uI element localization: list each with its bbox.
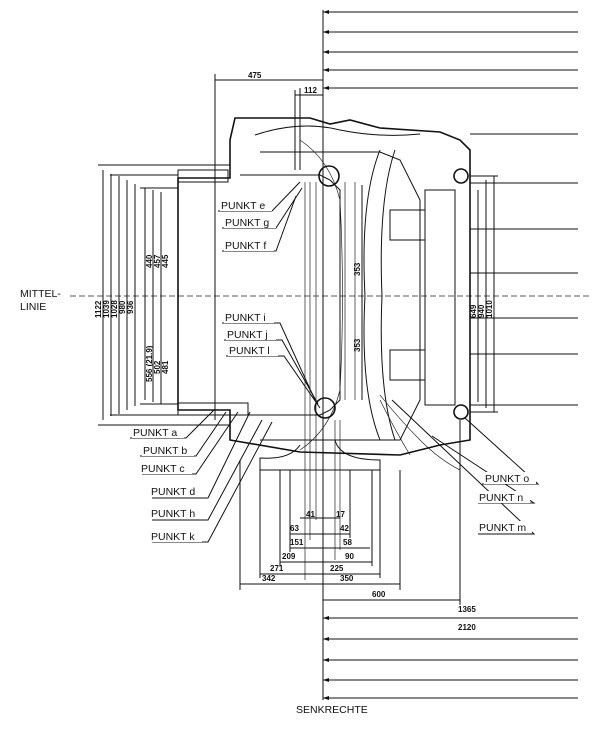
dim-2120: 2120: [458, 623, 476, 632]
dim-481: 481: [161, 360, 170, 374]
dim-475: 475: [248, 71, 262, 80]
senkrechte-label: SENKRECHTE: [296, 704, 368, 716]
dim-556: 556 (21.9): [145, 345, 154, 382]
dim-440: 440: [145, 254, 154, 268]
dim-353-bottom: 353: [353, 338, 362, 352]
dim-1010: 1010: [485, 300, 494, 318]
dim-649: 649: [469, 304, 478, 318]
dim-17: 17: [336, 510, 345, 519]
mittellinie-label-1: MITTEL-: [20, 288, 61, 300]
dim-90: 90: [345, 552, 354, 561]
dim-445: 445: [161, 254, 170, 268]
vehicle-outline: [177, 117, 471, 580]
dim-42: 42: [340, 524, 349, 533]
punkt-k-label: PUNKT k: [151, 531, 195, 543]
punkt-h-label: PUNKT h: [151, 508, 195, 520]
punkt-g-label: PUNKT g: [225, 217, 269, 229]
point-labels: PUNKT e PUNKT g PUNKT f PUNKT i PUNKT j …: [132, 199, 536, 543]
punkt-d-label: PUNKT d: [151, 486, 195, 498]
dim-350: 350: [340, 574, 354, 583]
punkt-f-label: PUNKT f: [225, 240, 266, 252]
dim-1039: 1039: [102, 300, 111, 318]
punkt-c-label: PUNKT c: [141, 463, 185, 475]
dim-980: 980: [118, 300, 127, 314]
punkt-b-label: PUNKT b: [143, 445, 187, 457]
punkt-a-label: PUNKT a: [133, 427, 177, 439]
bottom-dimension-labels: 41 17 63 42 151 58 209 90 271 225 342 35…: [262, 510, 476, 632]
dim-457: 457: [153, 254, 162, 268]
dim-271: 271: [270, 564, 284, 573]
dim-41: 41: [306, 510, 315, 519]
dim-936: 936: [126, 300, 135, 314]
punkt-o-label: PUNKT o: [485, 473, 529, 485]
bottom-arrow-lines: [323, 616, 578, 700]
dim-502: 502: [153, 360, 162, 374]
punkt-j-label: PUNKT j: [227, 329, 268, 341]
dim-209: 209: [282, 552, 296, 561]
top-arrow-lines: [323, 10, 578, 406]
punkt-m-label: PUNKT m: [479, 522, 526, 534]
dim-353-top: 353: [353, 262, 362, 276]
left-dimension-labels: 1122 1039 1028 980 936 440 457 445 556 (…: [94, 254, 170, 382]
left-dimension-lines: [98, 164, 230, 426]
dim-1028: 1028: [110, 300, 119, 318]
dim-342: 342: [262, 574, 276, 583]
punkt-l-label: PUNKT l: [229, 345, 270, 357]
punkt-e-label: PUNKT e: [221, 200, 265, 212]
dim-58: 58: [343, 538, 352, 547]
dim-225: 225: [330, 564, 344, 573]
bottom-dimension-lines: [239, 420, 461, 605]
dim-151: 151: [290, 538, 304, 547]
dim-63: 63: [290, 524, 299, 533]
dim-112: 112: [304, 86, 317, 95]
dim-1365: 1365: [458, 605, 476, 614]
right-dimension-lines: [470, 175, 498, 413]
dim-600: 600: [372, 590, 386, 599]
punkt-i-label: PUNKT i: [225, 312, 266, 324]
dim-940: 940: [477, 304, 486, 318]
mittellinie-label-2: LINIE: [20, 301, 46, 313]
punkt-n-label: PUNKT n: [479, 492, 523, 504]
dim-1122: 1122: [94, 300, 103, 318]
top-dimension-lines: [214, 74, 323, 420]
